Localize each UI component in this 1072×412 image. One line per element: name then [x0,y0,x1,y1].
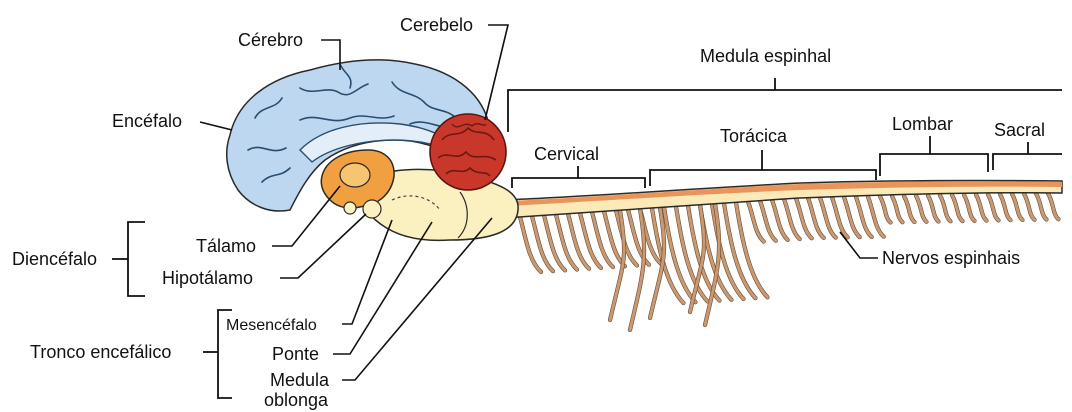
spinal-nerve [1048,193,1059,219]
label-cervical: Cervical [534,144,599,164]
spinal-nerve [964,195,975,221]
label-ponte: Ponte [272,344,319,364]
spinal-nerve [976,195,987,221]
leader-medula-oblonga [342,218,492,380]
bracket-diencefalo [128,222,145,296]
spinal-nerve [952,195,963,221]
spinal-nerve [892,196,903,222]
label-diencefalo: Diencéfalo [12,249,97,269]
label-toracica: Torácica [720,126,788,146]
spinal-nerve [1012,194,1023,220]
label-tronco-encefalico: Tronco encefálico [30,342,171,362]
label-cerebro: Cérebro [238,30,303,50]
leader-cerebelo [485,25,508,120]
spinal-nerve [988,194,999,220]
label-talamo: Tálamo [196,236,256,256]
label-sacral: Sacral [994,120,1045,140]
bracket-sacral [993,154,1062,170]
label-cerebelo: Cerebelo [400,15,473,35]
spinal-nerve [940,195,951,221]
bracket-cervical [512,178,645,188]
spinal-nerve [928,196,939,222]
cerebellum [430,114,506,190]
spinal-nerve [916,196,927,222]
spinal-nerve [904,196,915,222]
leader-ponte [333,222,432,354]
thalamus [340,163,370,187]
label-medula-espinhal: Medula espinhal [700,46,831,66]
label-hipotalamo: Hipotálamo [162,268,253,288]
spinal-nerve [880,196,891,222]
leader-mesencefalo [342,220,392,324]
label-medula-oblonga-1: Medula [270,370,330,390]
spinal-nerve [1000,194,1011,220]
label-lombar: Lombar [892,114,953,134]
bracket-lombar [880,154,988,176]
label-mesencefalo: Mesencéfalo [226,317,317,334]
pituitary [344,202,356,214]
label-encefalo: Encéfalo [112,111,182,131]
label-medula-oblonga-2: oblonga [264,390,329,410]
label-nervos-espinhais: Nervos espinhais [882,248,1020,268]
spinal-nerve [1036,193,1047,219]
leader-encefalo [200,122,232,130]
spinal-nerve [1024,194,1035,220]
